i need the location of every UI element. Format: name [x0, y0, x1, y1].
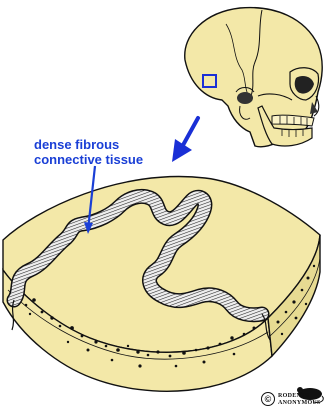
credit: © RODENTS ANONYMOUS	[261, 386, 325, 410]
callout-label-line2: connective tissue	[34, 153, 143, 167]
copyright-symbol: ©	[261, 392, 275, 406]
skull-icon	[185, 8, 322, 147]
bone-block	[3, 176, 320, 391]
credit-line2: ANONYMOUS	[278, 400, 321, 406]
credit-line1: RODENTS	[278, 393, 309, 399]
down-left-arrow-icon	[172, 118, 198, 162]
callout-label-line1: dense fibrous	[34, 138, 119, 152]
